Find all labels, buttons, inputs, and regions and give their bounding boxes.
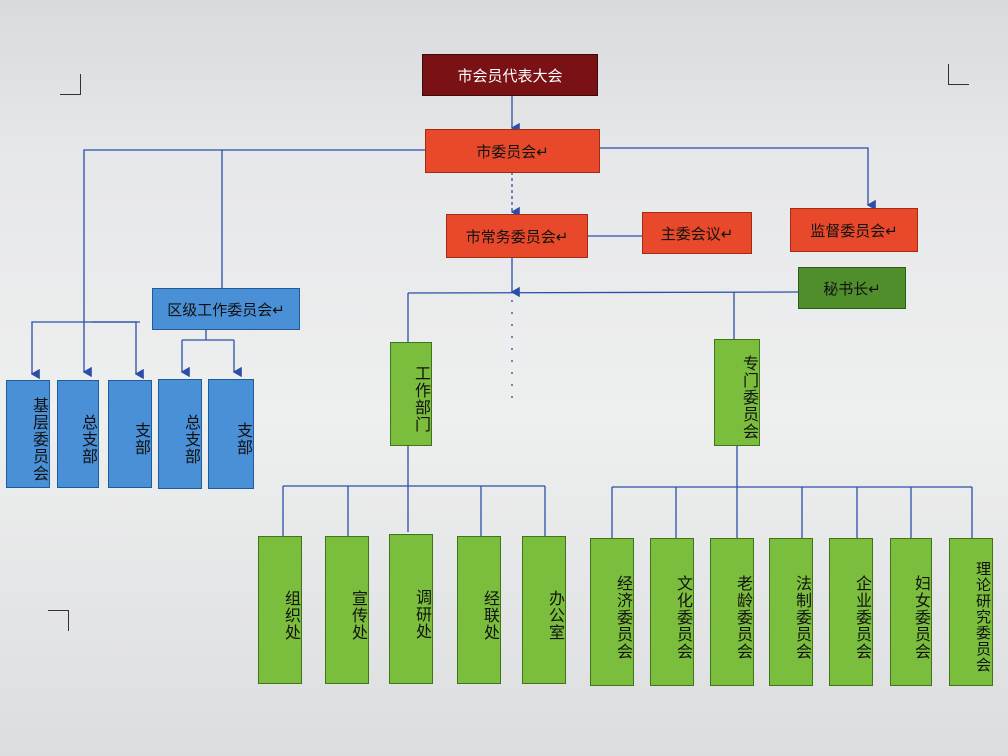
grassroots-committee-box: 基层委员会 [6,380,50,488]
committee-theory-research-box: 理论研究委员会 [949,538,993,686]
standing-committee-box: 市常务委员会↵ [446,214,588,258]
district-branch-box: 支部 [208,379,254,489]
committee-women-box: 妇女委员会 [890,538,932,686]
page-corner-mark-top-right [948,64,969,85]
committee-box: 市委员会↵ [425,129,600,173]
department-liaison-box: 经联处 [457,536,501,684]
department-organization-box: 组织处 [258,536,302,684]
committee-economy-box: 经济委员会 [590,538,634,686]
special-committees-box: 专门委员会 [714,339,760,446]
department-office-box: 办公室 [522,536,566,684]
district-committee-box: 区级工作委员会↵ [152,288,300,330]
branch-box: 支部 [108,380,152,488]
committee-legal-box: 法制委员会 [769,538,813,686]
page-corner-mark-top-left [60,74,81,95]
chair-meeting-box: 主委会议↵ [642,212,752,254]
district-general-branch-box: 总支部 [158,379,202,489]
committee-elderly-box: 老龄委员会 [710,538,754,686]
department-publicity-box: 宣传处 [325,536,369,684]
general-branch-box: 总支部 [57,380,99,488]
secretary-general-box: 秘书长↵ [798,267,906,309]
committee-culture-box: 文化委员会 [650,538,694,686]
supervision-committee-box: 监督委员会↵ [790,208,918,252]
department-research-box: 调研处 [389,534,433,684]
work-department-box: 工作部门 [390,342,432,446]
committee-enterprise-box: 企业委员会 [829,538,873,686]
congress-box: 市会员代表大会 [422,54,598,96]
